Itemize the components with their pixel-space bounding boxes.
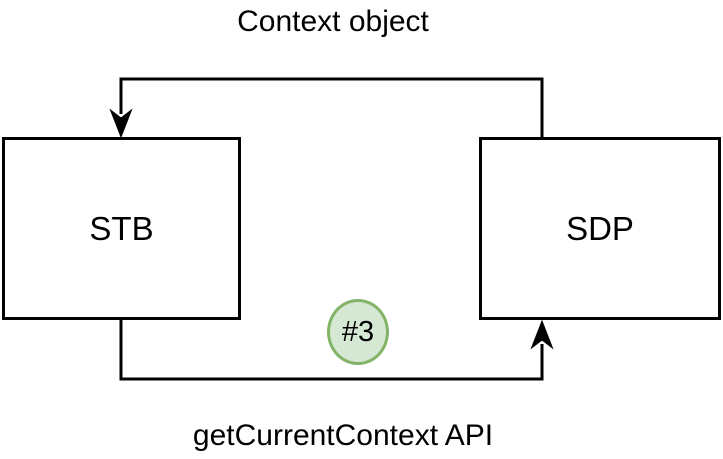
connector-context-object <box>119 77 544 138</box>
edge-label-context-object: Context object <box>237 5 429 38</box>
node-sdp: SDP <box>479 137 721 320</box>
step-badge: #3 <box>327 299 389 365</box>
connector-getcurrentcontext <box>119 320 544 381</box>
step-badge-label: #3 <box>341 315 375 348</box>
edge-label-getcurrentcontext-api: getCurrentContext API <box>192 419 494 452</box>
node-sdp-label: SDP <box>566 209 634 247</box>
node-stb-label: STB <box>89 209 154 247</box>
node-stb: STB <box>2 137 241 320</box>
arrowhead-up-icon <box>530 319 554 350</box>
arrowhead-down-icon <box>109 108 133 139</box>
